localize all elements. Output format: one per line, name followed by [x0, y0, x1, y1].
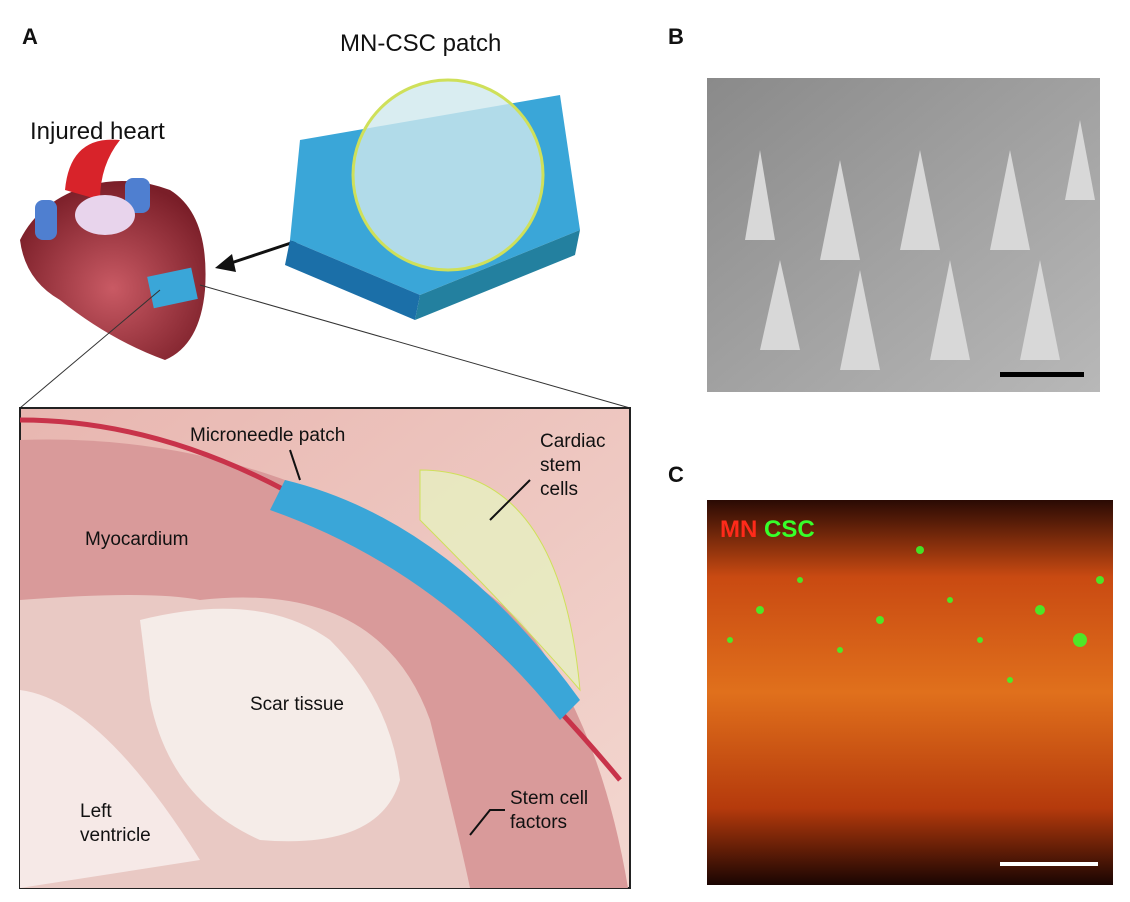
patch-title: MN-CSC patch	[340, 30, 502, 57]
inset-illustration	[19, 407, 631, 889]
stain-label-mn: MN	[720, 516, 758, 543]
label-myocardium: Myocardium	[85, 529, 189, 550]
stain-label-csc: CSC	[764, 516, 815, 543]
heart-title: Injured heart	[30, 118, 165, 145]
panel-label-c: C	[668, 462, 684, 487]
label-left-ventricle: Left ventricle	[80, 801, 151, 846]
scale-bar-c	[1000, 862, 1098, 866]
panel-label-a: A	[22, 24, 38, 49]
label-cardiac-stem-cells: Cardiac stem cells	[540, 431, 606, 500]
injured-heart-illustration	[20, 139, 206, 360]
scale-bar-b	[1000, 372, 1084, 377]
fluorescence-image	[707, 500, 1113, 885]
label-stem-cell-factors: Stem cell factors	[510, 788, 589, 833]
mn-csc-patch-illustration	[285, 78, 580, 320]
panel-label-b: B	[668, 24, 684, 49]
label-microneedle-patch: Microneedle patch	[190, 425, 346, 446]
label-scar-tissue: Scar tissue	[250, 694, 344, 715]
